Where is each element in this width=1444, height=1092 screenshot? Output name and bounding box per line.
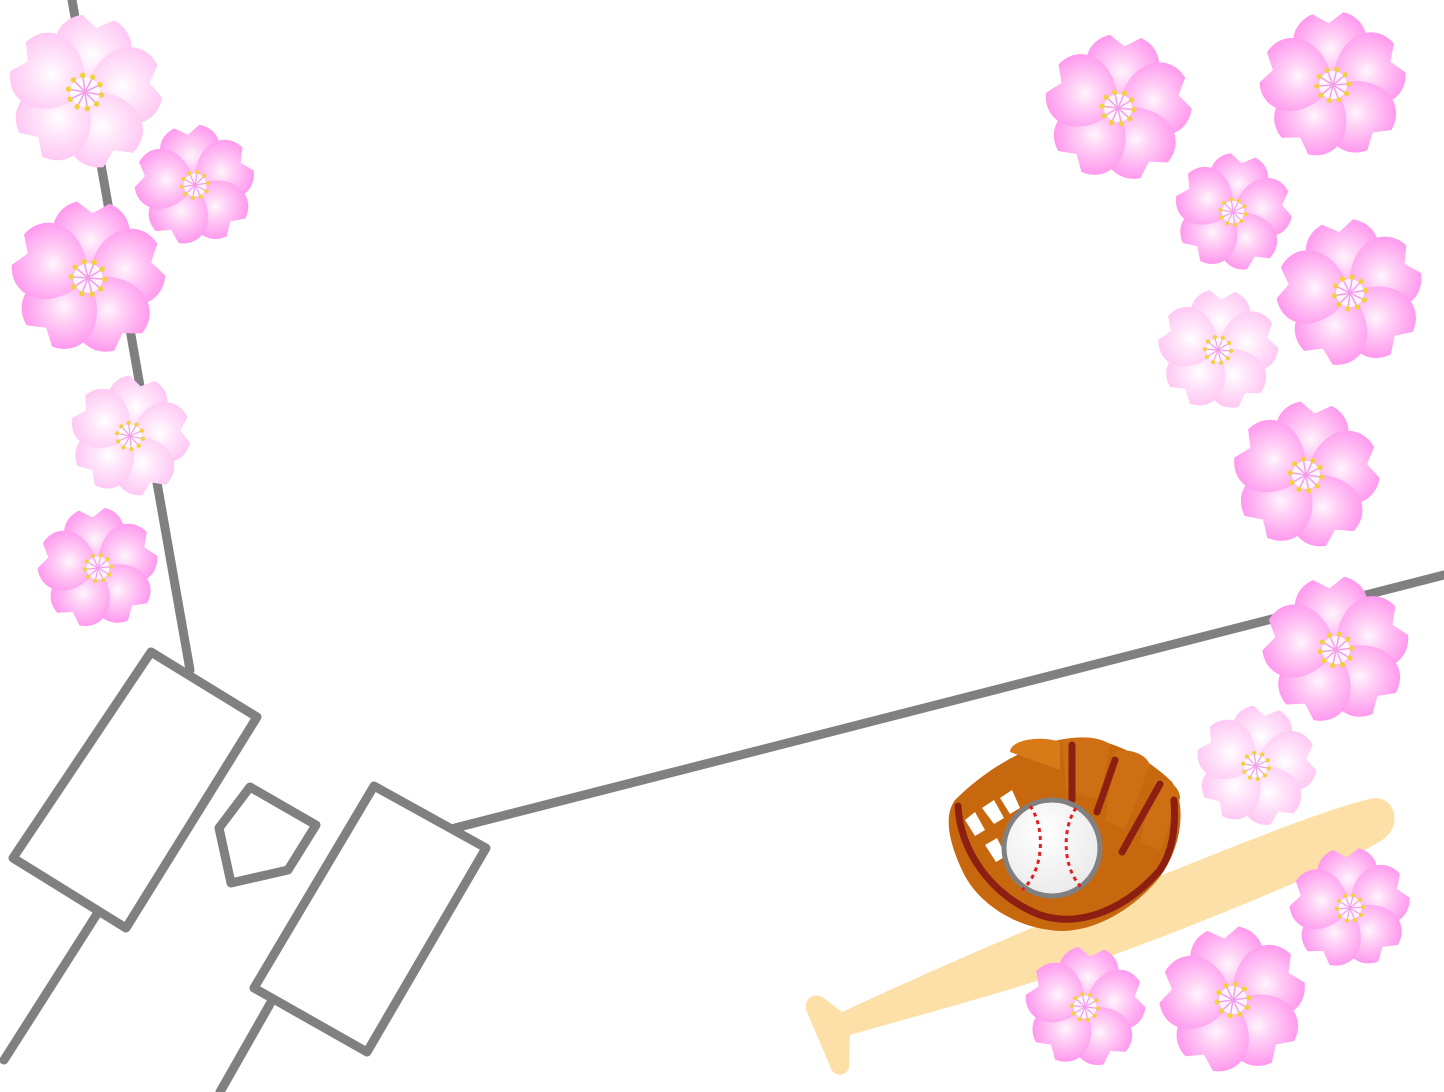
cherry-blossom-icon bbox=[1259, 12, 1406, 156]
cherry-blossom-icon bbox=[1289, 848, 1410, 966]
batter-boxes bbox=[8, 647, 491, 1057]
baseball-bat-icon bbox=[805, 798, 1395, 1075]
cherry-blossom-icon bbox=[134, 124, 254, 244]
cherry-blossom-icon bbox=[1025, 946, 1146, 1066]
left-lower-line bbox=[0, 909, 102, 1065]
baseball-glove-icon bbox=[948, 737, 1181, 931]
cherry-blossom-icon bbox=[1176, 153, 1292, 270]
cherry-blossom-icon bbox=[1234, 401, 1380, 547]
baseball-icon bbox=[1001, 797, 1103, 899]
home-plate-icon bbox=[214, 782, 321, 888]
cherry-blossoms bbox=[10, 12, 1422, 1072]
cherry-blossom-icon bbox=[1159, 926, 1305, 1072]
right-lower-line bbox=[215, 999, 275, 1092]
cherry-blossom-icon bbox=[37, 507, 158, 627]
cherry-blossom-icon bbox=[1262, 576, 1409, 721]
cherry-blossom-icon bbox=[71, 375, 191, 496]
cherry-blossom-icon bbox=[1276, 219, 1422, 365]
right-batter-box bbox=[249, 781, 491, 1057]
cherry-blossom-icon bbox=[1197, 705, 1317, 825]
cherry-blossom-icon bbox=[10, 14, 163, 168]
cherry-blossom-icon bbox=[1045, 34, 1192, 179]
left-batter-box bbox=[8, 647, 262, 933]
cherry-blossom-icon bbox=[11, 201, 166, 352]
cherry-blossom-icon bbox=[1158, 290, 1279, 408]
